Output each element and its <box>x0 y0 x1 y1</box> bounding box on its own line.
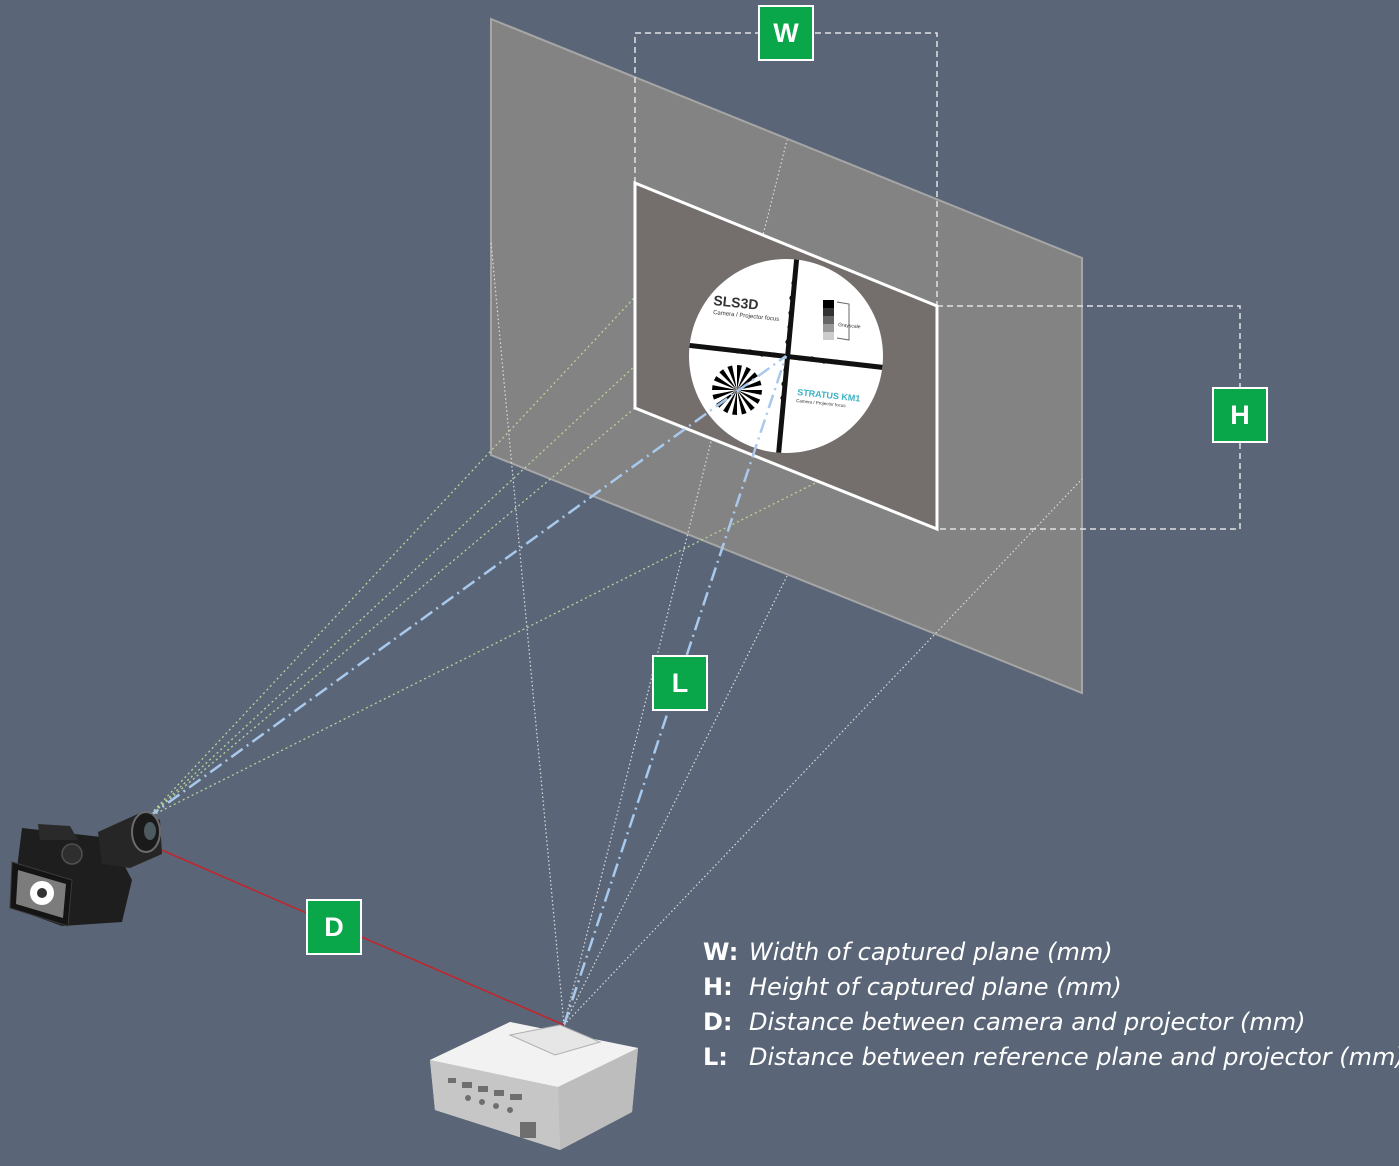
star-wedge <box>727 365 737 390</box>
legend-key: W: <box>703 937 739 966</box>
camera-optical-axis <box>146 354 787 820</box>
legend: W: Width of captured plane (mm) H: Heigh… <box>703 934 1399 1074</box>
camera-icon <box>9 811 162 927</box>
legend-description: Distance between camera and projector (m… <box>749 1007 1306 1036</box>
optical-axes <box>146 354 788 1026</box>
legend-item-d: D: Distance between camera and projector… <box>703 1004 1399 1039</box>
star-wedge <box>712 385 737 390</box>
legend-description: Height of captured plane (mm) <box>749 972 1122 1001</box>
star-wedge <box>737 390 761 404</box>
star-wedge <box>719 369 737 390</box>
projector-icon <box>430 1022 638 1150</box>
target-brand-subtitle: Camera / Projector focus <box>796 398 847 408</box>
star-wedge <box>737 366 751 390</box>
legend-item-h: H: Height of captured plane (mm) <box>703 969 1399 1004</box>
width-label: W <box>758 5 814 61</box>
distance-plane-label: L <box>652 655 708 711</box>
star-wedge <box>712 390 737 400</box>
star-wedge <box>737 365 742 390</box>
legend-description: Distance between reference plane and pro… <box>749 1042 1399 1071</box>
legend-item-l: L: Distance between reference plane and … <box>703 1039 1399 1074</box>
star-wedge <box>737 390 762 395</box>
legend-description: Width of captured plane (mm) <box>749 937 1113 966</box>
star-wedge <box>732 390 737 415</box>
legend-key: H: <box>703 972 733 1001</box>
height-label: H <box>1212 387 1268 443</box>
grayscale-label: Grayscale <box>838 322 861 330</box>
projector-optical-axis <box>562 355 788 1026</box>
star-wedge <box>737 390 747 415</box>
star-wedge <box>737 390 755 411</box>
legend-key: L: <box>703 1042 728 1071</box>
legend-key: D: <box>703 1007 733 1036</box>
target-logo: SLS3D <box>713 292 760 313</box>
grayscale-strip <box>823 300 850 341</box>
star-wedge <box>737 372 758 390</box>
star-wedge <box>723 390 737 414</box>
legend-item-w: W: Width of captured plane (mm) <box>703 934 1399 969</box>
star-wedge <box>713 376 737 390</box>
baseline-distance-label: D <box>306 899 362 955</box>
